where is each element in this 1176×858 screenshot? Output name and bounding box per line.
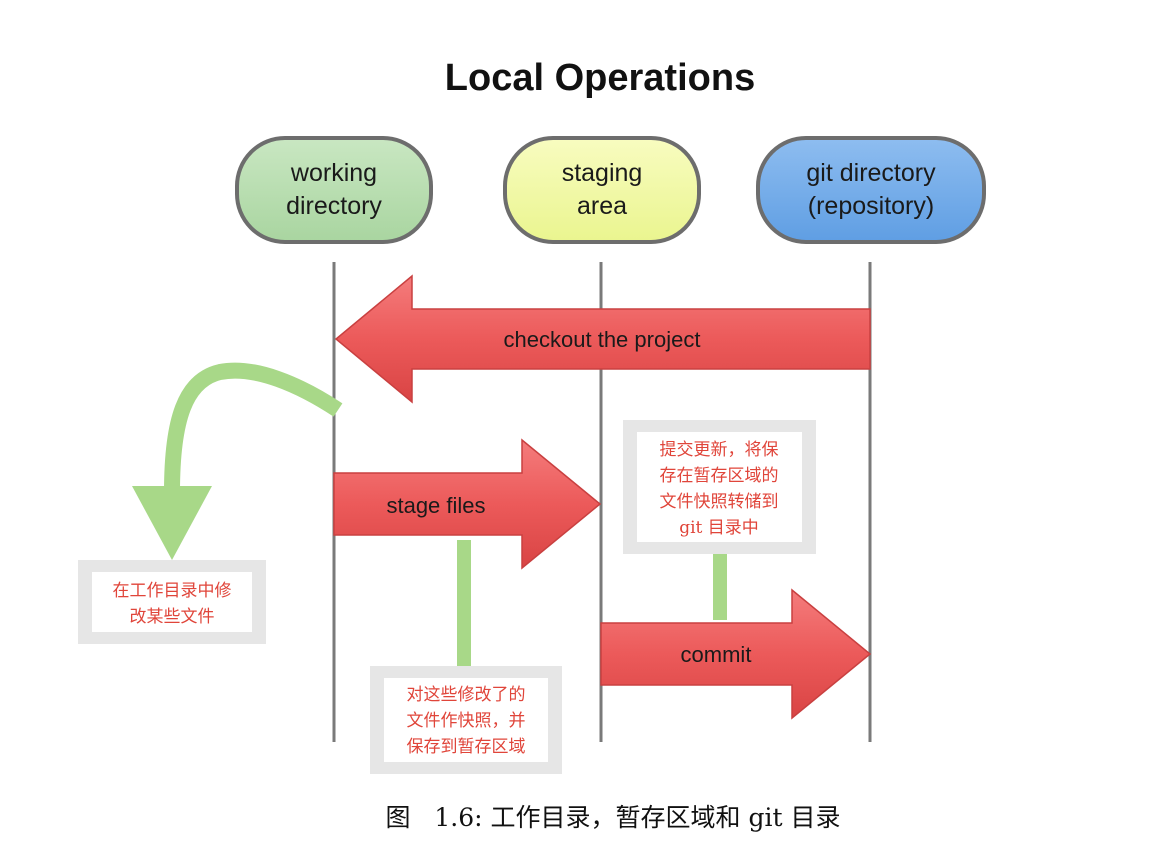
staging-area-node: staging area	[503, 136, 701, 244]
staging-area-label-line2: area	[577, 192, 627, 220]
commit-note-line2: 存在暂存区域的	[660, 466, 779, 486]
commit-arrow: commit	[600, 588, 872, 720]
working-directory-label-line2: directory	[286, 192, 382, 220]
git-directory-node: git directory (repository)	[756, 136, 986, 244]
snapshot-note: 对这些修改了的 文件作快照，并 保存到暂存区域	[370, 666, 562, 774]
checkout-arrow-label: checkout the project	[504, 327, 701, 352]
snapshot-note-line1: 对这些修改了的	[407, 685, 526, 705]
staging-area-label-line1: staging	[562, 159, 643, 187]
snapshot-note-connector	[457, 540, 471, 666]
snapshot-note-line3: 保存到暂存区域	[407, 737, 526, 757]
checkout-arrow: checkout the project	[334, 274, 871, 404]
commit-note-line4: git 目录中	[679, 518, 759, 538]
working-directory-label-line1: working	[290, 159, 377, 187]
modify-note-line2: 改某些文件	[130, 607, 215, 627]
commit-note-line3: 文件快照转储到	[660, 492, 779, 512]
modify-note-line1: 在工作目录中修	[113, 581, 232, 601]
commit-note: 提交更新，将保 存在暂存区域的 文件快照转储到 git 目录中	[623, 420, 816, 554]
figure-caption: 图 1.6: 工作目录，暂存区域和 git 目录	[386, 803, 841, 832]
modify-loop-arrow	[132, 362, 343, 560]
diagram-title: Local Operations	[445, 57, 755, 99]
modify-note: 在工作目录中修 改某些文件	[78, 560, 266, 644]
working-directory-node: working directory	[235, 136, 433, 244]
snapshot-note-line2: 文件作快照，并	[407, 711, 526, 731]
stage-files-arrow: stage files	[333, 438, 602, 570]
stage-files-arrow-label: stage files	[386, 493, 485, 518]
commit-note-connector	[713, 552, 727, 620]
git-directory-label-line1: git directory	[806, 159, 936, 187]
git-directory-label-line2: (repository)	[808, 192, 934, 220]
commit-arrow-label: commit	[681, 642, 752, 667]
commit-note-line1: 提交更新，将保	[660, 440, 779, 460]
